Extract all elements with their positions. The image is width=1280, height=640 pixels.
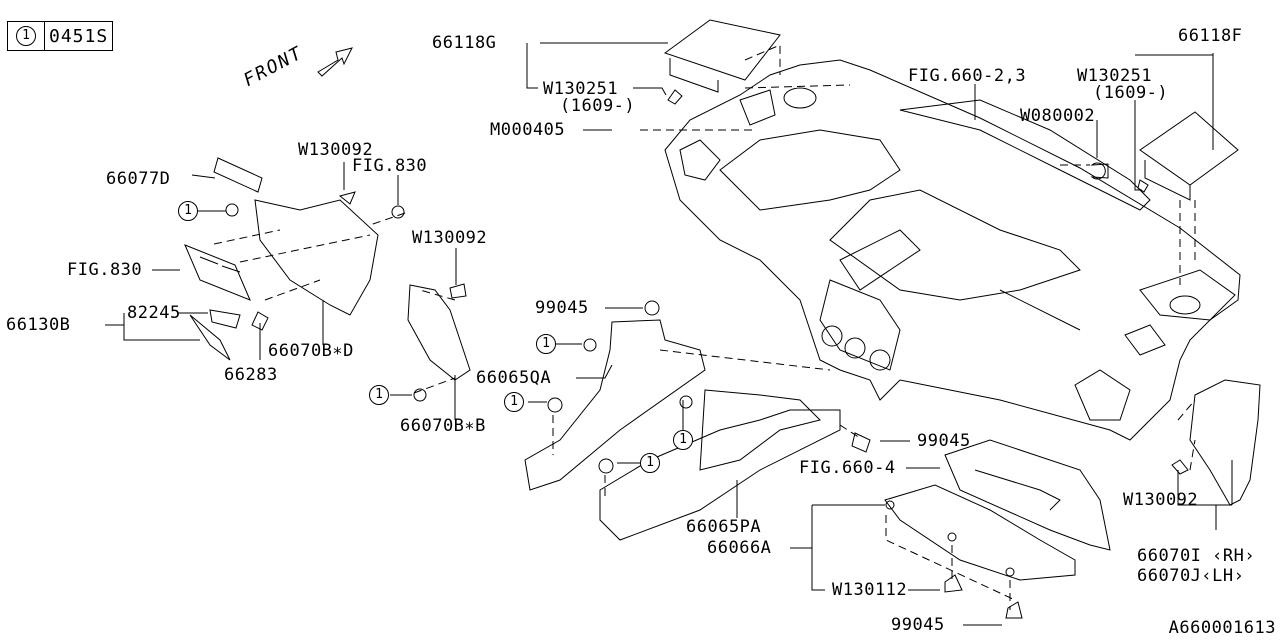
- fig-ref-830-top[interactable]: FIG.830: [352, 156, 428, 176]
- speaker-grille-left-part: [663, 19, 781, 105]
- part-label-99045-a[interactable]: 99045: [535, 298, 589, 318]
- part-label-99045-b[interactable]: 99045: [917, 431, 971, 451]
- part-label-W130112[interactable]: W130112: [832, 580, 908, 600]
- assembly-dashed-lines: [213, 44, 1196, 610]
- part-label-W130092-mid[interactable]: W130092: [412, 228, 488, 248]
- fig-ref-830-left[interactable]: FIG.830: [67, 260, 143, 280]
- part-note-W130251-left: (1609-): [560, 96, 636, 116]
- part-label-66130B[interactable]: 66130B: [6, 315, 71, 335]
- part-label-W130251-left[interactable]: W130251: [543, 79, 619, 99]
- legend-code: 0451S: [49, 25, 109, 47]
- front-arrow-icon: [317, 47, 353, 77]
- diagram-reference-id: A660001613: [1168, 618, 1276, 638]
- part-label-66070I-RH[interactable]: 66070I ‹RH›: [1137, 546, 1256, 566]
- part-label-W080002[interactable]: W080002: [1020, 106, 1096, 126]
- fig-ref-660-2-3[interactable]: FIG.660-2,3: [908, 66, 1027, 86]
- part-label-W130092-right[interactable]: W130092: [1123, 490, 1199, 510]
- callout-circle-1[interactable]: 1: [536, 334, 556, 354]
- left-knee-panel-part: [407, 283, 471, 402]
- callout-circle-1[interactable]: 1: [369, 385, 389, 405]
- legend-symbol-cell: 1: [8, 22, 45, 50]
- part-label-66070B-B[interactable]: 66070B∗B: [400, 416, 486, 436]
- callout-circle-1[interactable]: 1: [640, 453, 660, 473]
- glove-box-part: [944, 439, 1111, 551]
- legend-box: 1 0451S: [7, 21, 114, 51]
- part-label-66065PA[interactable]: 66065PA: [686, 517, 762, 537]
- part-label-66077D[interactable]: 66077D: [106, 169, 171, 189]
- callout-circle: 1: [16, 26, 36, 46]
- part-label-66066A[interactable]: 66066A: [707, 538, 772, 558]
- callout-circle-1[interactable]: 1: [673, 430, 693, 450]
- left-upper-trim-part: [184, 157, 405, 361]
- callout-circle-1[interactable]: 1: [504, 392, 524, 412]
- part-label-W130251-right[interactable]: W130251: [1077, 66, 1153, 86]
- part-label-W130092-top[interactable]: W130092: [298, 140, 374, 160]
- speaker-grille-right-part: [1090, 111, 1239, 201]
- part-label-66118F[interactable]: 66118F: [1178, 26, 1243, 46]
- leader-lines: [105, 42, 1233, 626]
- fig-ref-660-4[interactable]: FIG.660-4: [799, 458, 896, 478]
- part-note-W130251-right: (1609-): [1093, 83, 1169, 103]
- center-console-panel-part: [524, 300, 871, 541]
- callout-circle-1[interactable]: 1: [178, 201, 198, 221]
- instrument-panel-part: [664, 59, 1241, 441]
- part-label-66283[interactable]: 66283: [224, 365, 278, 385]
- part-label-66070B-D[interactable]: 66070B∗D: [268, 341, 354, 361]
- part-label-99045-c[interactable]: 99045: [891, 615, 945, 635]
- part-label-66065QA[interactable]: 66065QA: [476, 368, 552, 388]
- right-side-panel-part: [1171, 379, 1261, 506]
- part-label-66070J-LH[interactable]: 66070J‹LH›: [1137, 566, 1245, 586]
- part-label-82245[interactable]: 82245: [127, 303, 181, 323]
- part-label-M000405[interactable]: M000405: [490, 120, 566, 140]
- lower-bracket-part: [884, 484, 1076, 619]
- part-label-66118G[interactable]: 66118G: [432, 33, 497, 53]
